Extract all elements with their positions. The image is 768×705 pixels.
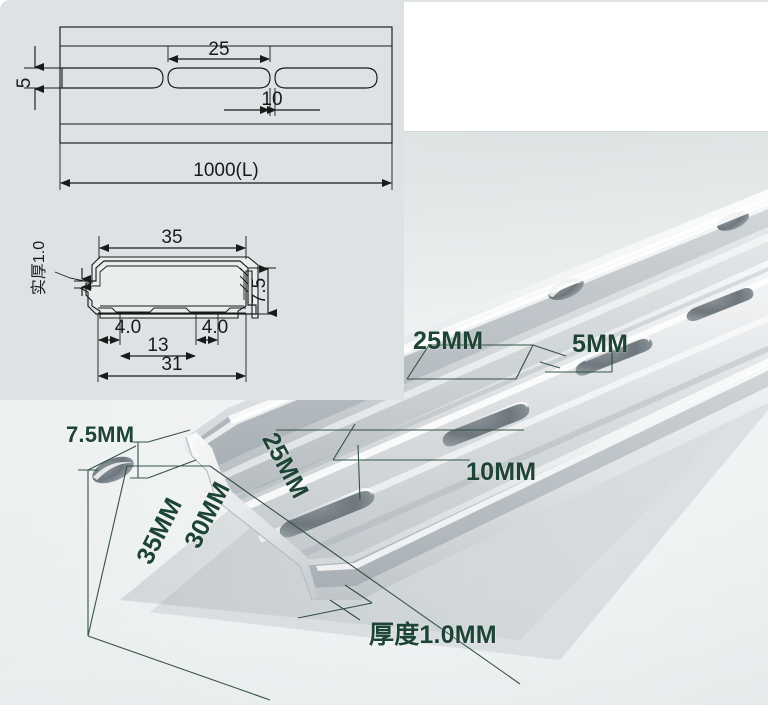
annotation-slot-width: 5MM: [572, 330, 629, 358]
dim-25-top: 25: [208, 39, 229, 60]
annotation-material-thickness: 厚度1.0MM: [369, 621, 497, 649]
cross-section-geometry: 实厚1.0 35 7.5: [30, 227, 277, 382]
dim-75-section: 7.5: [249, 278, 270, 304]
label-actual-thickness: 实厚1.0: [30, 241, 48, 295]
dim-13-section: 13: [147, 335, 168, 356]
annotation-profile-height: 7.5MM: [66, 422, 135, 447]
dim-5-top: 5: [14, 78, 35, 89]
dim-10-top: 10: [261, 89, 282, 110]
dim-31-section: 31: [161, 354, 182, 375]
dim-40-left: 4.0: [115, 317, 141, 338]
dim-overall-length: 1000(L): [193, 160, 259, 181]
white-backdrop-panel: [404, 2, 768, 131]
dim-40-right: 4.0: [202, 317, 228, 338]
annotation-slot-length: 25MM: [413, 327, 484, 355]
annotation-slot-gap: 10MM: [466, 458, 537, 486]
technical-drawing-panel: .ln{stroke:#1a1a1a;stroke-width:1.15;fil…: [0, 0, 404, 400]
dim-35-section: 35: [161, 227, 182, 248]
top-view-geometry: 25 10 5 1000(L): [14, 26, 393, 190]
